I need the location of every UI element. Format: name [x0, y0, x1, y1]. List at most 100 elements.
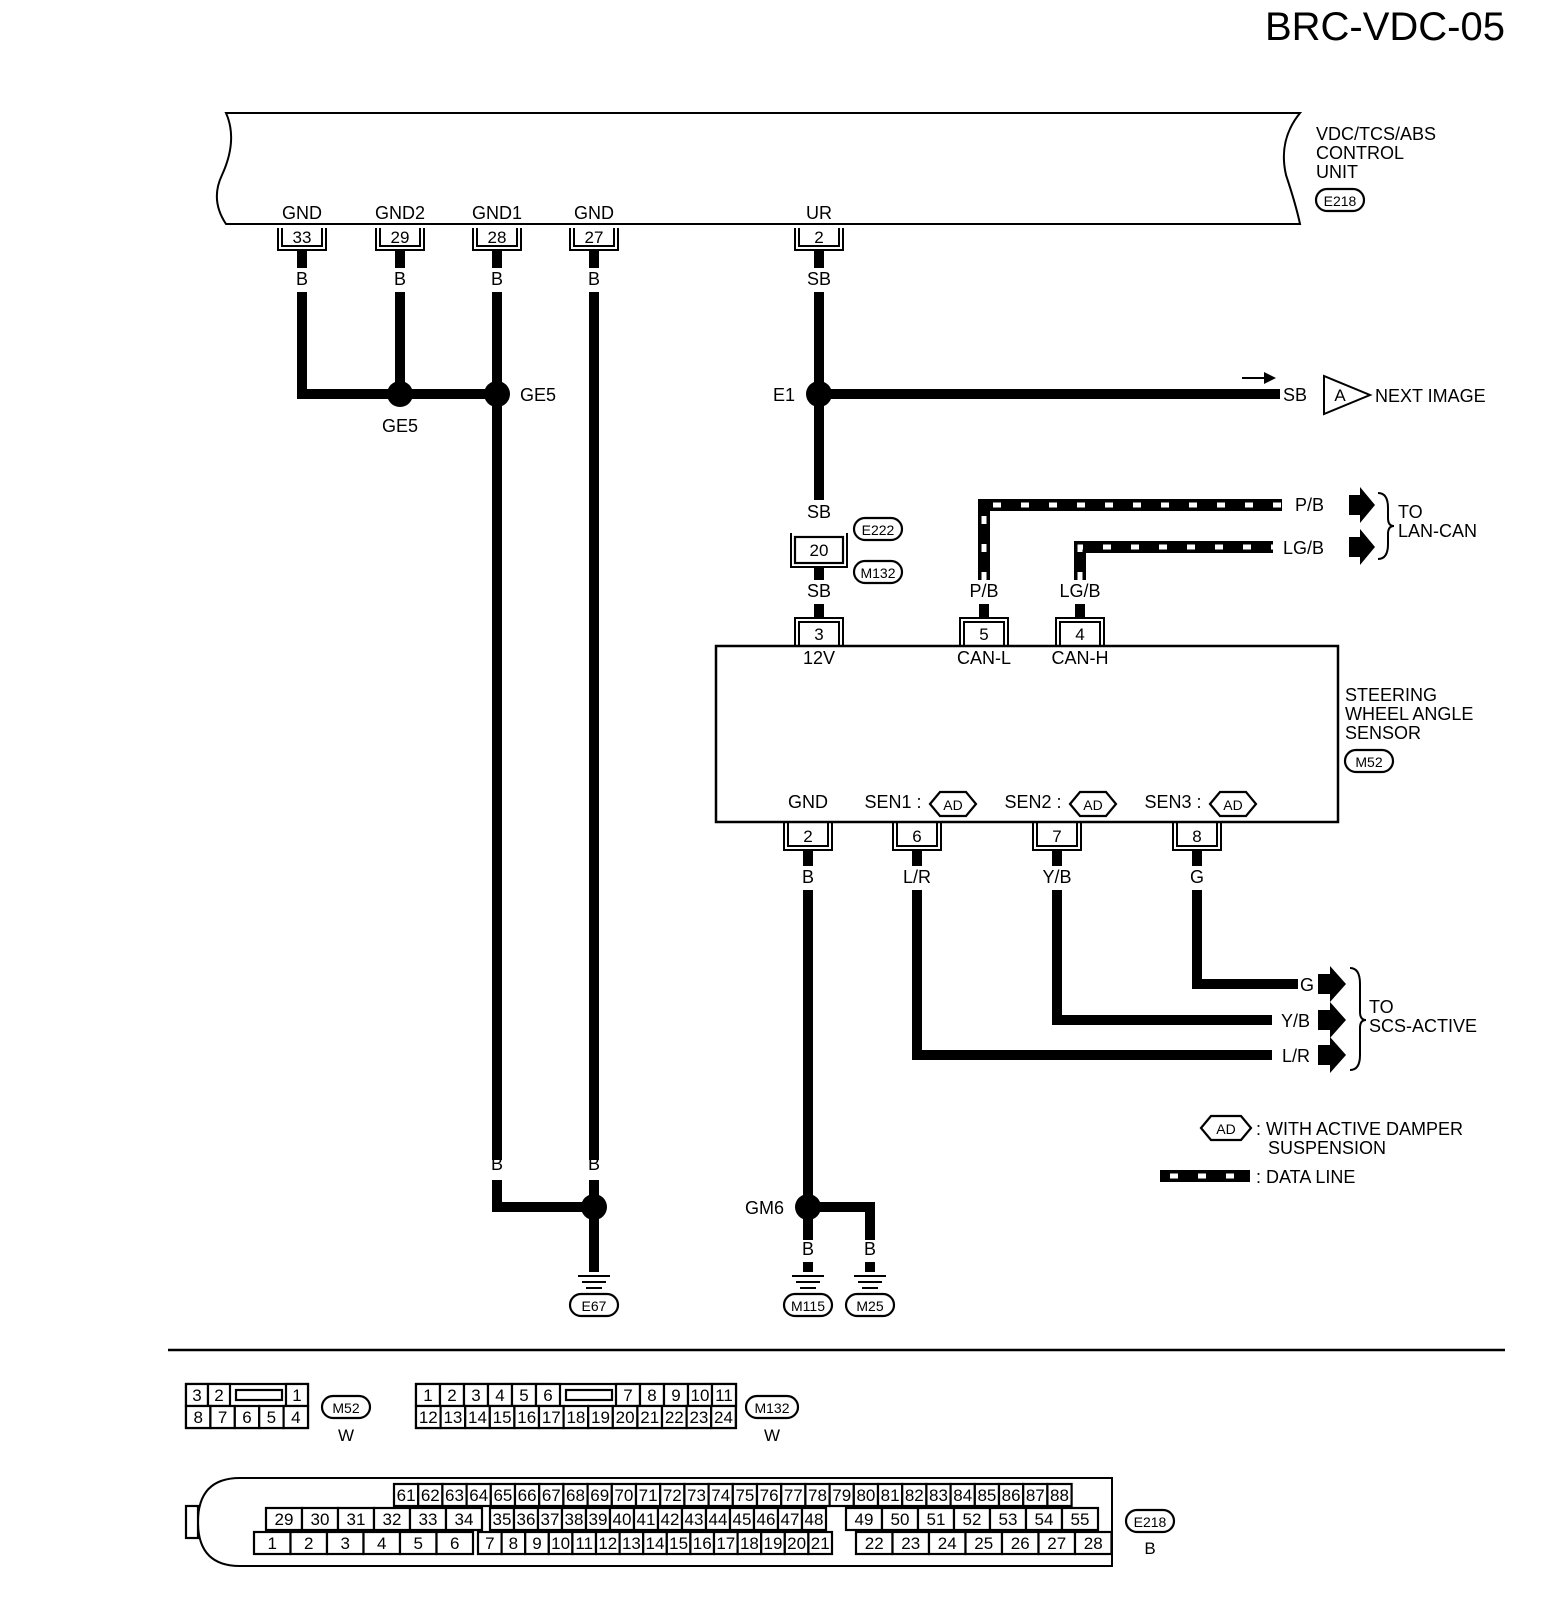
- legend-ad-tag: AD: [1199, 1114, 1253, 1142]
- inline-conn-tag-e222: E222: [852, 516, 904, 542]
- inline-connector-20: 20: [790, 533, 848, 568]
- svg-text:W: W: [338, 1426, 354, 1445]
- wire-ground-merge: [492, 1180, 594, 1212]
- wire-sen3-g: [1192, 850, 1298, 989]
- svg-text:2: 2: [814, 228, 823, 247]
- m132-cavity-number: 16: [517, 1408, 536, 1427]
- e218-cavity-number: 86: [1002, 1486, 1021, 1505]
- splice-ge5-left-label: GE5: [382, 416, 418, 436]
- sensor-name-3: SENSOR: [1345, 723, 1421, 743]
- e218-cavity-number: 70: [614, 1486, 633, 1505]
- e218-cavity-number: 40: [613, 1510, 632, 1529]
- e218-cavity-number: 62: [421, 1486, 440, 1505]
- e218-cavity-number: 74: [711, 1486, 730, 1505]
- m132-cavity-number: 14: [468, 1408, 487, 1427]
- page-code: BRC-VDC-05: [1265, 5, 1505, 49]
- svg-text:2: 2: [803, 827, 812, 846]
- svg-text:8: 8: [1192, 827, 1201, 846]
- e218-cavity-number: 11: [575, 1534, 593, 1553]
- svg-text:M52: M52: [1355, 754, 1382, 770]
- m132-cavity: [710, 1404, 737, 1430]
- splice-ge5-left: [387, 381, 413, 407]
- svg-text:B: B: [491, 269, 503, 289]
- e218-cavity-number: 83: [929, 1486, 948, 1505]
- e218-cavity-number: 50: [891, 1510, 910, 1529]
- scs-wire-2: Y/B: [1281, 1011, 1310, 1031]
- e218-cavity-number: 12: [598, 1534, 617, 1553]
- e218-cavity-number: 66: [518, 1486, 537, 1505]
- connector-view-m52-tag: M52 W: [320, 1394, 372, 1445]
- splice-e1-label: E1: [773, 385, 795, 405]
- e218-cavity-number: 17: [716, 1534, 735, 1553]
- data-line-can-h-dash: [1077, 544, 1273, 580]
- m132-cavity-number: 21: [640, 1408, 659, 1427]
- e218-cavity-number: 63: [445, 1486, 464, 1505]
- ad-tag-sen3: AD: [1208, 790, 1258, 818]
- gnd-left-wire-1: B: [491, 1154, 503, 1174]
- e218-cavity-number: 45: [733, 1510, 752, 1529]
- m52-cavity-number: 8: [193, 1408, 202, 1427]
- m132-cavity-number: 23: [689, 1408, 708, 1427]
- m132-cavity-number: 20: [616, 1408, 635, 1427]
- svg-text:SB: SB: [807, 269, 831, 289]
- e218-cavity-number: 16: [693, 1534, 712, 1553]
- e218-cavity-number: 46: [757, 1510, 776, 1529]
- scs-to-1: TO: [1369, 997, 1394, 1017]
- m132-cavity-number: 6: [543, 1386, 552, 1405]
- e218-cavity-number: 88: [1050, 1486, 1069, 1505]
- e218-cavity-number: 36: [517, 1510, 536, 1529]
- svg-text:E218: E218: [1134, 1514, 1167, 1530]
- svg-text:B: B: [588, 269, 600, 289]
- e218-cavity: [435, 1530, 475, 1556]
- e218-cavity-number: 31: [347, 1510, 366, 1529]
- gnd-right-wire-1: B: [802, 1239, 814, 1259]
- lan-can-wire-1: P/B: [1295, 495, 1324, 515]
- svg-text:29: 29: [391, 228, 410, 247]
- sensor-pin-8-sen3: SEN3 : 8 G: [1144, 792, 1222, 887]
- m132-cavity-number: 1: [423, 1386, 432, 1405]
- svg-text:SEN3 :: SEN3 :: [1144, 792, 1201, 812]
- can-l-wire-label: P/B: [969, 581, 998, 601]
- connector-view-e218-tag: E218 B: [1124, 1508, 1176, 1558]
- e218-cavity-number: 48: [805, 1510, 824, 1529]
- m132-cavity-number: 3: [471, 1386, 480, 1405]
- svg-text:B: B: [394, 269, 406, 289]
- e218-cavity-number: 34: [455, 1510, 474, 1529]
- e218-cavity-number: 41: [637, 1510, 656, 1529]
- e218-cavity-number: 9: [532, 1534, 541, 1553]
- sensor-pin-4-can-h: 4 CAN-H: [1052, 617, 1109, 668]
- wire-gm6-to-m25: [808, 1202, 875, 1240]
- inline-conn-tag-m132: M132: [852, 559, 904, 585]
- svg-text:GND1: GND1: [472, 203, 522, 223]
- inline-wire-top: SB: [807, 502, 831, 522]
- e218-cavity-number: 20: [787, 1534, 806, 1553]
- e218-cavity-number: 47: [781, 1510, 800, 1529]
- e218-cavity-number: 68: [566, 1486, 585, 1505]
- control-unit-name-3: UNIT: [1316, 162, 1358, 182]
- svg-text:5: 5: [979, 625, 988, 644]
- e218-cavity-number: 30: [311, 1510, 330, 1529]
- m132-cavity-number: 17: [542, 1408, 561, 1427]
- m132-cavity-number: 8: [647, 1386, 656, 1405]
- e218-cavity-number: 77: [784, 1486, 803, 1505]
- m52-cavity-number: 5: [267, 1408, 276, 1427]
- splice-ge5-right-label: GE5: [520, 385, 556, 405]
- control-unit-body: [215, 112, 1303, 225]
- e218-cavity-number: 65: [493, 1486, 512, 1505]
- e218-cavity-number: 54: [1035, 1510, 1054, 1529]
- splice-gm6-label: GM6: [745, 1198, 784, 1218]
- e218-cavity-number: 72: [663, 1486, 682, 1505]
- svg-text:G: G: [1190, 867, 1204, 887]
- control-unit-name-1: VDC/TCS/ABS: [1316, 124, 1436, 144]
- ground-symbol-m25: M25: [844, 1275, 896, 1318]
- e218-cavity-number: 19: [764, 1534, 783, 1553]
- e218-cavity-number: 67: [542, 1486, 561, 1505]
- svg-text:B: B: [802, 867, 814, 887]
- sensor-connector-tag: M52: [1343, 748, 1395, 774]
- e218-cavity-number: 26: [1011, 1534, 1030, 1553]
- data-line-can-h: [1074, 541, 1273, 580]
- svg-text:CAN-H: CAN-H: [1052, 648, 1109, 668]
- m132-cavity-number: 5: [519, 1386, 528, 1405]
- e218-cavity-number: 79: [832, 1486, 851, 1505]
